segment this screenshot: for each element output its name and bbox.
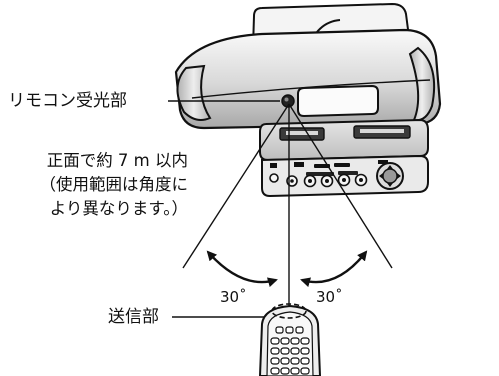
emitter-label: 送信部 — [108, 307, 159, 327]
jog-dial — [376, 162, 404, 190]
angle-label-right: 30˚ — [316, 288, 343, 306]
signal-lines — [168, 100, 393, 318]
curved-arrow-left-icon — [206, 250, 278, 288]
remote-sensor — [281, 94, 295, 108]
range-note-line2: （使用範囲は角度に — [39, 175, 189, 194]
remote-buttons — [270, 326, 310, 375]
range-note-line1: 正面で約 7 m 以内 — [46, 151, 188, 170]
range-note-line3: より異なります。） — [49, 199, 188, 218]
angle-label-left: 30˚ — [220, 288, 247, 306]
emitter-highlight — [271, 303, 307, 319]
remote-control — [258, 303, 322, 376]
boombox-device — [174, 2, 442, 198]
sensor-label: リモコン受光部 — [8, 91, 127, 111]
curved-arrow-right-icon — [300, 250, 368, 288]
